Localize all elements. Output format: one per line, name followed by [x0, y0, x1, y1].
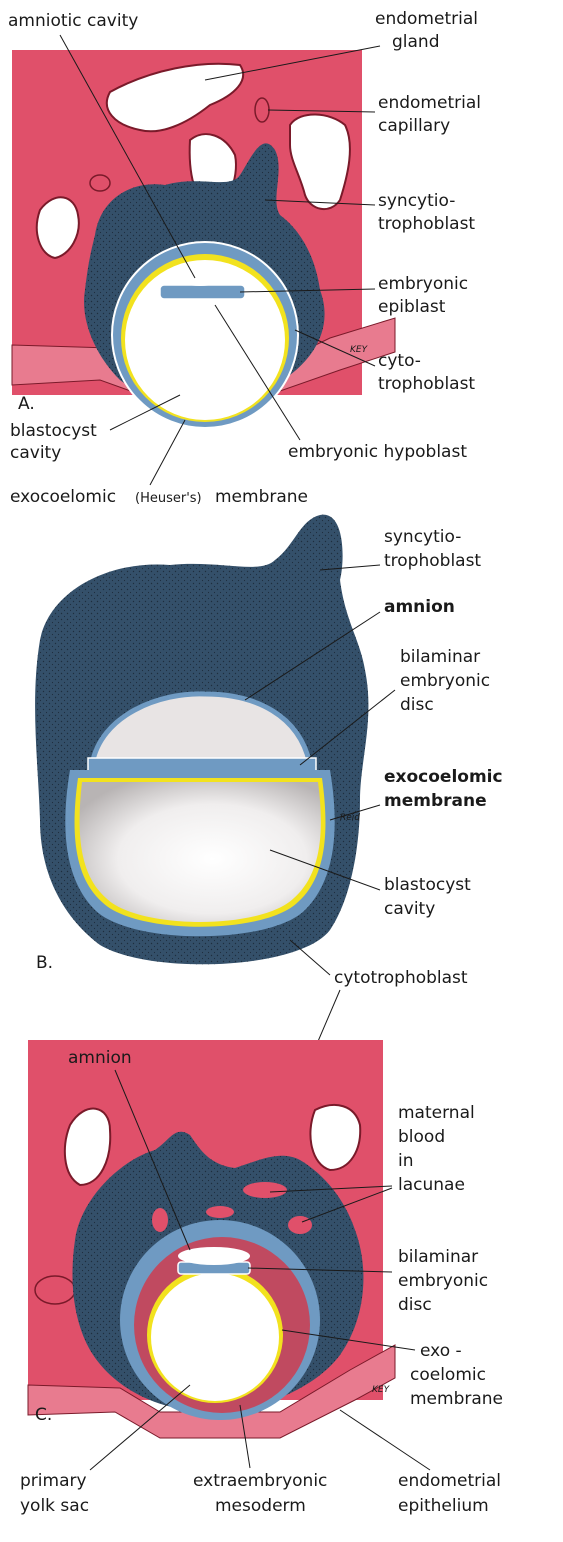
- label-cyto-a-2: trophoblast: [378, 374, 475, 394]
- panel-c-letter: C.: [35, 1405, 52, 1425]
- label-endometrial-capillary-1: endometrial: [378, 93, 481, 113]
- panel-a-amniotic-cavity: [178, 272, 222, 286]
- panel-b: [35, 515, 368, 965]
- label-embryonic-epiblast-2: epiblast: [378, 297, 446, 317]
- label-syncytio-b-2: trophoblast: [384, 551, 481, 571]
- label-amniotic-cavity: amniotic cavity: [8, 11, 138, 31]
- label-syncytio-a-1: syncytio-: [378, 191, 455, 211]
- label-extra-2: mesoderm: [215, 1496, 306, 1516]
- panel-b-letter: B.: [36, 953, 53, 973]
- label-bilaminar-b-2: embryonic: [400, 671, 490, 691]
- panel-a-epiblast: [160, 285, 245, 299]
- label-exo-2: coelomic: [410, 1365, 486, 1385]
- panel-a-capillary: [255, 98, 269, 122]
- label-blastocyst-a-2: cavity: [10, 443, 61, 463]
- label-bilaminar-b-1: bilaminar: [400, 647, 480, 667]
- label-amnion-b: amnion: [384, 597, 455, 617]
- panel-c-lacuna-3: [206, 1206, 234, 1218]
- label-exocoelomic-b-2: membrane: [384, 791, 487, 811]
- label-bilaminar-b-3: disc: [400, 695, 434, 715]
- label-exocoelomic-a-2: (Heuser's): [135, 491, 202, 506]
- panel-c-capillary: [35, 1276, 75, 1304]
- panel-c-lacuna-4: [152, 1208, 168, 1232]
- panel-c-signature: KEY: [372, 1385, 391, 1395]
- panel-b-blastocyst-cavity: [80, 782, 321, 922]
- label-endometrial-gland-1: endometrial: [375, 9, 478, 29]
- label-embryonic-epiblast-1: embryonic: [378, 274, 468, 294]
- label-exocoelomic-a-3: membrane: [215, 487, 308, 507]
- label-syncytio-b-1: syncytio-: [384, 527, 461, 547]
- label-epith-1: endometrial: [398, 1471, 501, 1491]
- label-blastocyst-b-1: blastocyst: [384, 875, 471, 895]
- panel-a-capillary-2: [90, 175, 110, 191]
- label-maternal-3: in: [398, 1151, 414, 1171]
- label-endometrial-gland-2: gland: [392, 32, 440, 52]
- label-cytotrophoblast: cytotrophoblast: [334, 968, 468, 988]
- label-yolk-1: primary: [20, 1471, 87, 1491]
- panel-c-lacuna-1: [243, 1182, 287, 1198]
- label-maternal-2: blood: [398, 1127, 445, 1147]
- panel-c-lacuna-2: [288, 1216, 312, 1234]
- label-exocoelomic-a-1: exocoelomic: [10, 487, 116, 507]
- label-amnion-c: amnion: [68, 1048, 132, 1068]
- label-endometrial-capillary-2: capillary: [378, 116, 450, 136]
- panel-c-primary-yolk-sac: [151, 1273, 279, 1401]
- panel-b-signature: Reid: [340, 813, 360, 823]
- label-extra-1: extraembryonic: [193, 1471, 327, 1491]
- label-epith-2: epithelium: [398, 1496, 489, 1516]
- label-bilaminar-c-1: bilaminar: [398, 1247, 478, 1267]
- label-bilaminar-c-3: disc: [398, 1295, 432, 1315]
- panel-a-letter: A.: [18, 394, 35, 414]
- label-blastocyst-a-1: blastocyst: [10, 421, 97, 441]
- label-yolk-2: yolk sac: [20, 1496, 89, 1516]
- panel-a-signature: KEY: [350, 345, 369, 355]
- panel-c-amniotic-cavity: [178, 1247, 250, 1265]
- label-exo-1: exo -: [420, 1341, 462, 1361]
- label-embryonic-hypoblast: embryonic hypoblast: [288, 442, 467, 462]
- label-exo-3: membrane: [410, 1389, 503, 1409]
- label-cyto-a-1: cyto-: [378, 351, 421, 371]
- panel-c: [28, 1040, 395, 1438]
- label-exocoelomic-b-1: exocoelomic: [384, 767, 503, 787]
- label-maternal-1: maternal: [398, 1103, 475, 1123]
- label-blastocyst-b-2: cavity: [384, 899, 435, 919]
- label-bilaminar-c-2: embryonic: [398, 1271, 488, 1291]
- label-maternal-4: lacunae: [398, 1175, 465, 1195]
- panel-a: [12, 50, 395, 428]
- label-syncytio-a-2: trophoblast: [378, 214, 475, 234]
